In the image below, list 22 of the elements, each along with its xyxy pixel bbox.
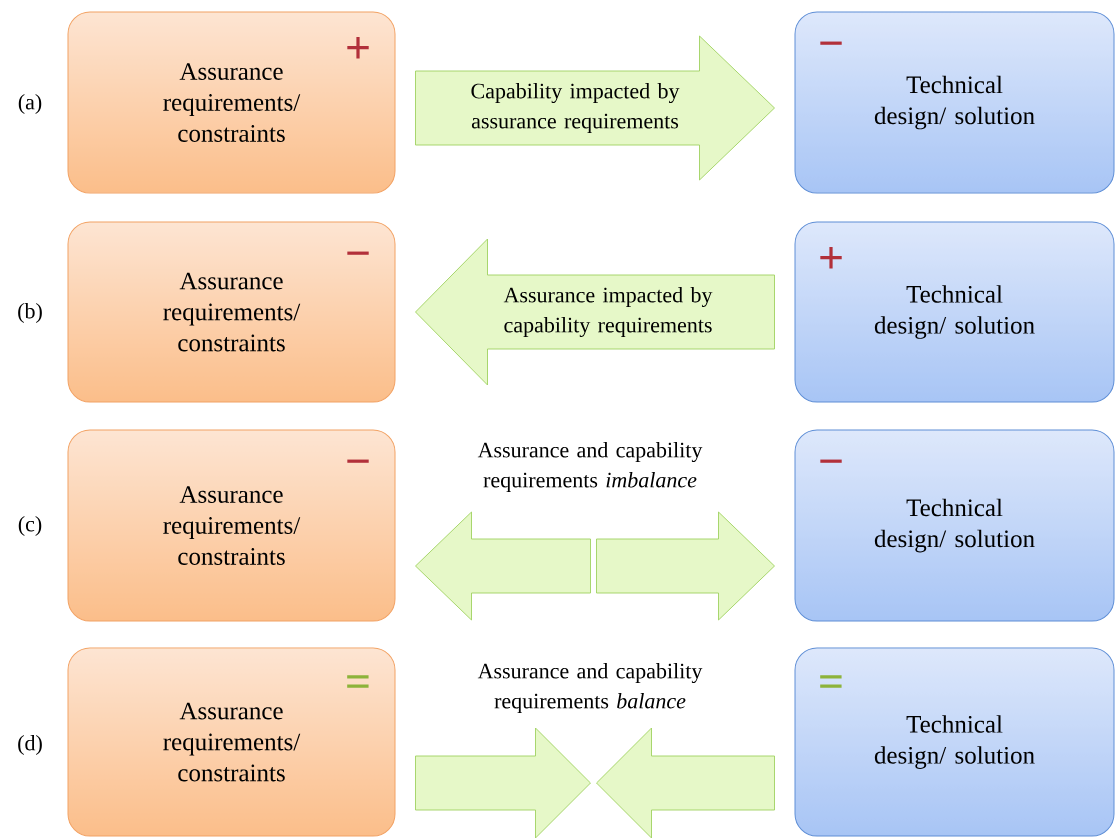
sign-symbol: − <box>347 251 369 255</box>
caption-text: Assurance and capability requirements balance <box>477 663 703 713</box>
edge-label: Capability impacted by assurance requirements <box>471 83 680 133</box>
row-label: (a) <box>18 94 42 114</box>
sign-symbol: + <box>347 37 369 59</box>
caption-text: Assurance and capability requirements imbalance <box>477 442 703 492</box>
block-arrow <box>415 35 775 181</box>
block-arrow <box>415 727 591 838</box>
block-arrow <box>415 238 775 386</box>
block-arrow <box>596 511 775 621</box>
block-arrow <box>415 511 591 621</box>
sign-symbol: = <box>820 675 842 688</box>
sign-symbol: − <box>820 41 842 45</box>
row-label: (b) <box>18 303 42 323</box>
edge-label: Assurance impacted by capability requirements <box>503 287 713 337</box>
sign-symbol: − <box>347 459 369 463</box>
row-label: (c) <box>18 516 42 536</box>
sign-symbol: = <box>347 675 369 688</box>
row-label: (d) <box>18 735 42 755</box>
block-arrow <box>596 727 775 838</box>
sign-symbol: + <box>820 247 842 269</box>
sign-symbol: − <box>820 459 842 463</box>
